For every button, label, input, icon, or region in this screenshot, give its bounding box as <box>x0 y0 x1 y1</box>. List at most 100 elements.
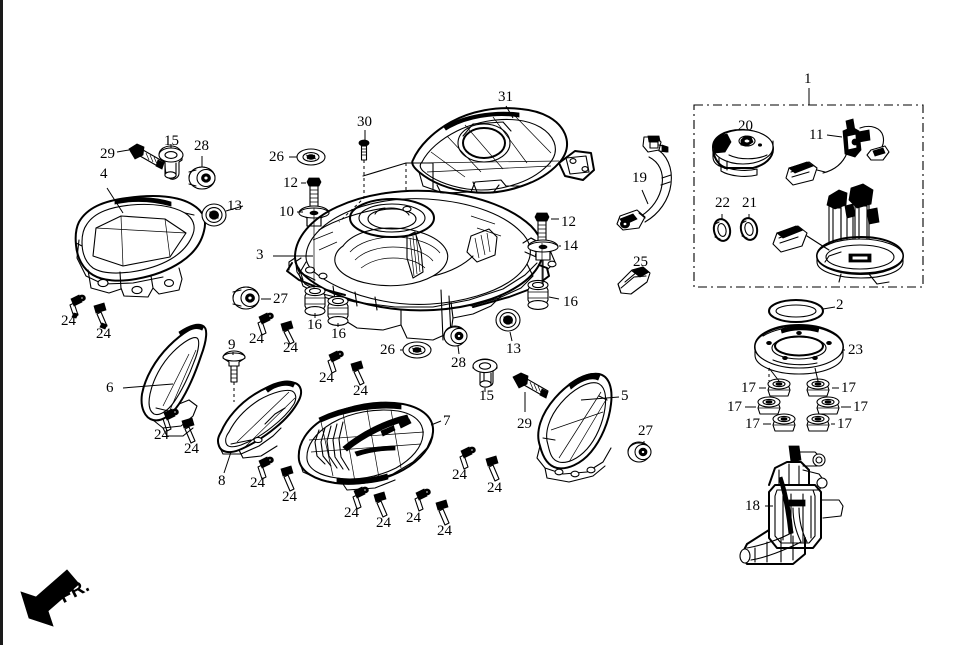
callout-27-b: 27 <box>638 423 653 439</box>
callout-24-n: 24 <box>437 523 452 539</box>
part-19-fuel-hose <box>616 135 672 231</box>
callout-17-a: 17 <box>741 380 756 396</box>
nut-17-b <box>806 378 830 397</box>
part-22-oring <box>712 218 732 242</box>
fuel-pump-unit-illustration <box>772 183 904 285</box>
callout-24-c: 24 <box>154 427 169 443</box>
part-23-retainer-plate <box>754 324 844 375</box>
part-2-oring-seal <box>768 299 824 323</box>
callout-16-c: 16 <box>563 294 578 310</box>
screw-24-l <box>373 491 388 518</box>
callout-12-a: 12 <box>283 175 298 191</box>
callout-17-c: 17 <box>727 399 742 415</box>
callout-13-a: 13 <box>227 198 242 214</box>
callout-24-m: 24 <box>406 510 421 526</box>
callout-29-a: 29 <box>100 146 115 162</box>
callout-16-a: 16 <box>307 317 322 333</box>
callout-24-e: 24 <box>250 475 265 491</box>
callout-17-e: 17 <box>745 416 760 432</box>
screw-24-c <box>162 408 179 432</box>
front-direction-label: FR. <box>56 575 93 608</box>
callout-7: 7 <box>443 413 451 429</box>
part-9-push-rivet <box>222 350 246 402</box>
screw-24-e <box>257 456 274 480</box>
callout-18: 18 <box>745 498 760 514</box>
diagram-canvas: .s {fill:none;stroke:#000;stroke-width:1… <box>20 88 924 627</box>
part-11-wire-harness <box>785 118 890 186</box>
screw-24-n <box>435 499 450 526</box>
callout-19: 19 <box>632 170 647 186</box>
callout-24-b: 24 <box>96 326 111 342</box>
part-28-bushing-top <box>188 166 216 190</box>
part-18-fuel-pump-module <box>739 445 844 565</box>
part-14-collar-washer <box>527 239 559 286</box>
part-4-tank-front-cover <box>74 195 206 298</box>
part-15-rubber-mount-top <box>158 145 184 180</box>
callout-14: 14 <box>563 238 578 254</box>
callout-24-j: 24 <box>353 383 368 399</box>
part-13-grommet-lower <box>495 308 521 332</box>
screw-24-i <box>327 350 344 374</box>
front-direction-marker: FR. <box>21 566 131 626</box>
callout-5: 5 <box>621 388 629 404</box>
front-direction-arrow-shape <box>20 569 80 627</box>
screw-24-d <box>181 417 196 444</box>
callout-24-o: 24 <box>452 467 467 483</box>
callout-24-g: 24 <box>249 331 264 347</box>
callout-29-b: 29 <box>517 416 532 432</box>
callout-24-d: 24 <box>184 441 199 457</box>
callout-15-b: 15 <box>479 388 494 404</box>
callout-2: 2 <box>836 297 844 313</box>
screw-24-o <box>459 446 476 470</box>
callout-11: 11 <box>809 127 824 143</box>
part-20-fuel-filter <box>712 129 774 177</box>
callout-17-d: 17 <box>853 399 868 415</box>
callout-28-a: 28 <box>194 138 209 154</box>
nut-17-d <box>816 396 840 415</box>
group-1-dashed-box <box>693 88 924 288</box>
part-27-damper-lower <box>627 441 652 463</box>
part-29-bolt-lower <box>512 372 549 412</box>
part-16-nut-c <box>527 279 549 310</box>
part-21-oring <box>739 217 759 241</box>
screw-24-h <box>280 320 295 345</box>
screw-24-p <box>485 455 500 482</box>
callout-21: 21 <box>742 195 757 211</box>
screw-24-j <box>350 360 365 386</box>
callout-17-f: 17 <box>837 416 852 432</box>
callout-1: 1 <box>804 71 812 87</box>
callout-26-a: 26 <box>269 149 284 165</box>
callout-3: 3 <box>256 247 264 263</box>
screw-24-g <box>257 312 274 336</box>
callout-24-a: 24 <box>61 313 76 329</box>
callout-24-p: 24 <box>487 480 502 496</box>
screw-24-a <box>69 294 86 319</box>
part-7-side-panel <box>297 401 435 491</box>
callout-12-b: 12 <box>561 214 576 230</box>
part-5-side-cover-right <box>536 372 613 483</box>
part-26-washer-lower <box>402 341 432 359</box>
callout-26-b: 26 <box>380 342 395 358</box>
callout-25: 25 <box>633 254 648 270</box>
nut-17-f <box>806 413 830 432</box>
nut-17-a <box>767 378 791 397</box>
callout-10: 10 <box>279 204 294 220</box>
part-8-lower-trim <box>216 380 303 459</box>
callout-31: 31 <box>498 89 513 105</box>
callout-24-h: 24 <box>283 340 298 356</box>
callout-27-a: 27 <box>273 291 288 307</box>
part-15-rubber-mount-lower <box>472 358 498 388</box>
callout-28-b: 28 <box>451 355 466 371</box>
part-6-side-shroud-left <box>140 323 208 437</box>
part-17-nuts <box>745 367 851 432</box>
nut-17-e <box>772 413 796 432</box>
part-16-nut-b <box>327 295 349 326</box>
callout-6: 6 <box>106 380 114 396</box>
callout-24-l: 24 <box>376 515 391 531</box>
callout-15-a: 15 <box>164 133 179 149</box>
part-27-damper-left <box>232 286 260 310</box>
callout-24-i: 24 <box>319 370 334 386</box>
part-12-bolt-right <box>534 212 550 244</box>
callout-24-f: 24 <box>282 489 297 505</box>
